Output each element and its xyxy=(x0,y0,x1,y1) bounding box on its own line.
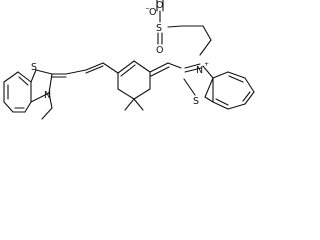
atom-label-n-left: N xyxy=(44,90,51,101)
atom-label-s-right-ring: S xyxy=(193,96,199,107)
atom-label-o-minus: O xyxy=(149,7,156,18)
chemical-structure: O − S O O N + S S N xyxy=(3,0,255,120)
atom-label-o-bottom: O xyxy=(156,45,163,56)
atom-label-o-top: O xyxy=(156,0,163,11)
atom-label-s-sulfonate: S xyxy=(156,23,162,34)
bond-lines xyxy=(3,0,255,120)
charge-plus: + xyxy=(204,61,209,68)
charge-minus: − xyxy=(145,5,150,12)
atom-label-s-left-ring: S xyxy=(31,62,37,73)
atom-label-n-plus: N xyxy=(196,65,203,76)
